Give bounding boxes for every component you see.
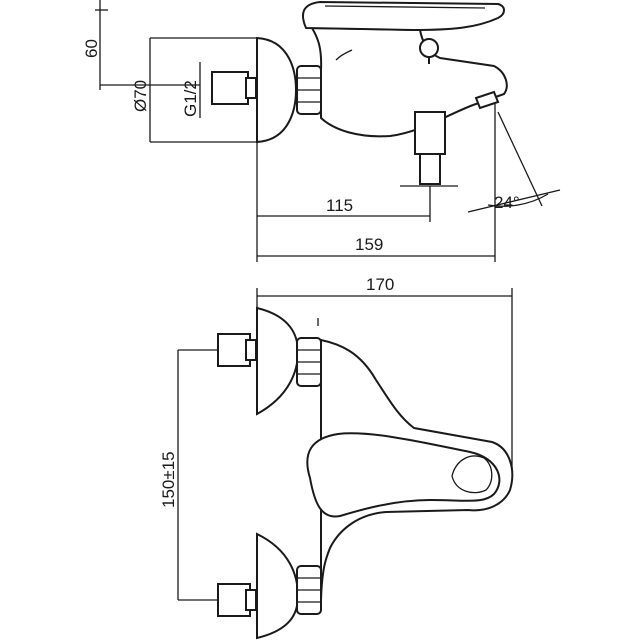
thread-label: G1/2 xyxy=(181,80,200,117)
side-view: 60 Ø70 G1/2 xyxy=(82,0,561,262)
side-inlet-nut xyxy=(245,77,257,99)
inlet-spacing-dim-label: 150±15 xyxy=(159,451,178,508)
overall-width-dim-label: 170 xyxy=(366,275,394,294)
side-aerator xyxy=(474,90,500,110)
top-lower-flange xyxy=(256,532,300,640)
overall-side-dim-label: 159 xyxy=(355,235,383,254)
top-lower-inlet xyxy=(217,583,251,617)
reach-dim-label: 115 xyxy=(326,196,353,215)
side-diverter-knob xyxy=(419,38,439,58)
top-view: 170 150±15 xyxy=(159,275,514,640)
side-inlet-connector xyxy=(211,71,249,105)
angle-label: 24° xyxy=(494,193,520,212)
side-mixer-body xyxy=(310,26,508,138)
top-upper-flange xyxy=(256,306,300,416)
side-lever-handle xyxy=(302,0,505,32)
side-shower-nipple xyxy=(419,153,441,185)
top-lever-handle xyxy=(306,432,501,518)
flange-diameter-label: Ø70 xyxy=(131,80,150,112)
angle-line xyxy=(497,111,543,207)
side-shower-outlet xyxy=(414,111,446,155)
height-dim-label: 60 xyxy=(82,39,101,58)
top-lever-grip xyxy=(451,455,493,494)
side-wall-flange xyxy=(256,36,298,144)
